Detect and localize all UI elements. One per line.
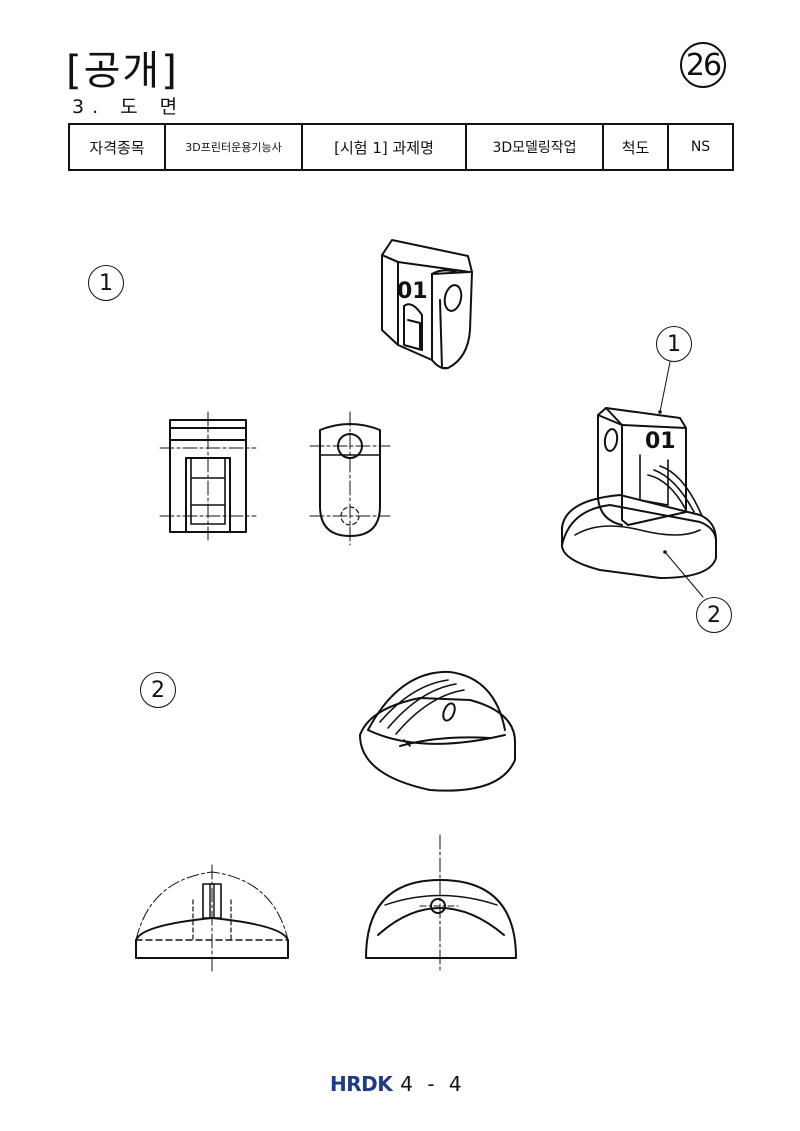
scale-label: 척도 [602,123,669,171]
task-label: [시험 1] 과제명 [301,123,467,171]
exam-info-table: 자격종목 3D프린터운용기능사 [시험 1] 과제명 3D모델링작업 척도 NS [68,123,734,171]
assembly-isometric-view [561,361,717,598]
scale-value: NS [667,123,734,171]
exam-info-row: 자격종목 3D프린터운용기능사 [시험 1] 과제명 3D모델링작업 척도 NS [68,123,734,171]
assembly-callout-2: 2 [696,597,732,633]
part2-number-circle: 2 [140,672,176,708]
hrdk-logo: HRDK [330,1072,393,1096]
problem-number-badge: 26 [680,42,726,88]
qualification-value: 3D프린터운용기능사 [164,123,303,171]
part1-number-circle: 1 [88,265,124,301]
part2-side-view [365,834,517,973]
part1-engraving: 01 [397,279,428,304]
qualification-label: 자격종목 [68,123,166,171]
page-footer: HRDK 4 - 4 [330,1072,466,1096]
task-value: 3D모델링작업 [465,123,604,171]
part1-side-view [309,411,391,546]
part2-front-view [135,864,289,973]
part1-front-view [159,411,257,541]
assembly-callout-1: 1 [656,326,692,362]
part1-isometric-view [381,239,473,370]
page-title: [공개] [66,48,179,94]
page-number: 4 - 4 [400,1072,466,1096]
assembly-engraving: 01 [645,429,676,454]
part2-isometric-view [359,670,516,792]
section-heading: 3. 도 면 [72,96,186,118]
